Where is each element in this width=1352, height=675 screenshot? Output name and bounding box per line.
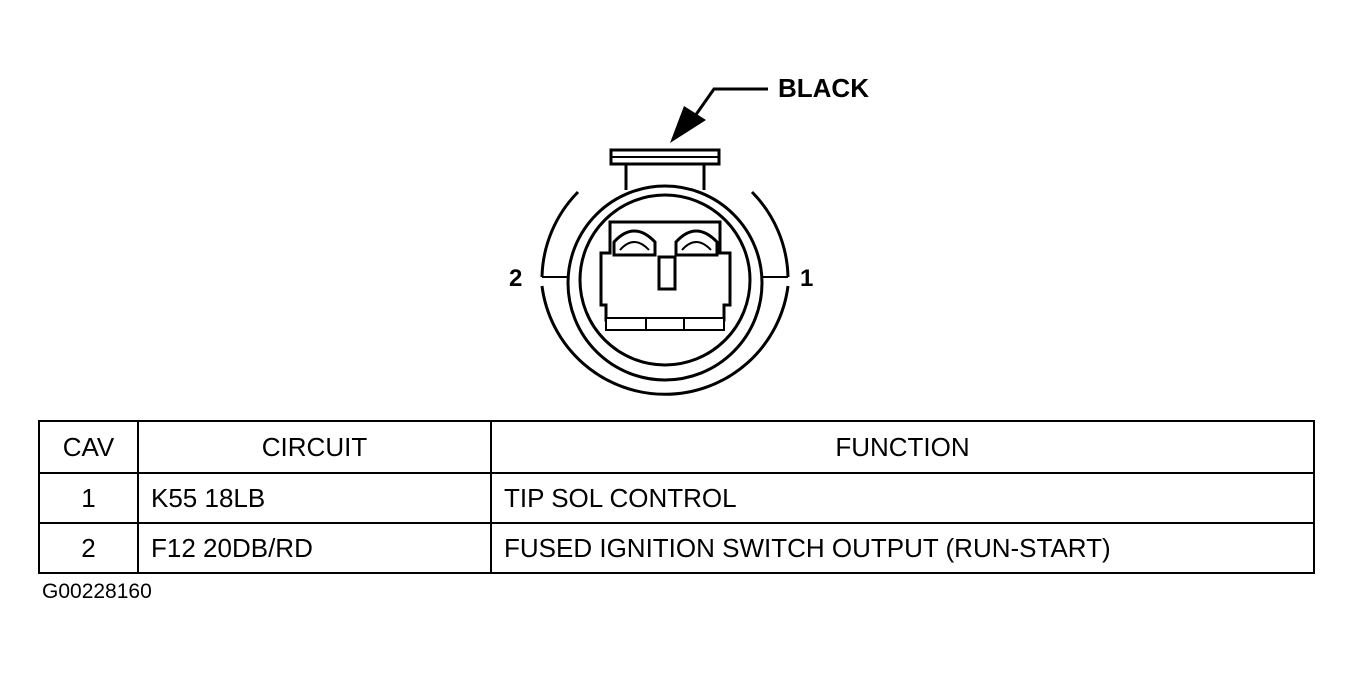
- callout-arrowhead: [670, 106, 706, 143]
- connector-diagram: BLACK 2 1: [509, 73, 869, 396]
- table-row: 2 F12 20DB/RD FUSED IGNITION SWITCH OUTP…: [38, 522, 1315, 574]
- cav-cell: 2: [38, 522, 139, 574]
- cav-cell: 1: [38, 472, 139, 524]
- terminal-housing-base: [605, 317, 725, 331]
- function-cell: TIP SOL CONTROL: [490, 472, 1315, 524]
- cavity-2-label: 2: [509, 265, 522, 292]
- table-header-row: CAV CIRCUIT FUNCTION: [38, 420, 1315, 474]
- connector-color-label: BLACK: [778, 73, 869, 103]
- header-function: FUNCTION: [490, 420, 1315, 474]
- circuit-cell: F12 20DB/RD: [137, 522, 492, 574]
- table-row: 1 K55 18LB TIP SOL CONTROL: [38, 472, 1315, 524]
- connector-shroud-lower: [540, 285, 790, 396]
- function-cell: FUSED IGNITION SWITCH OUTPUT (RUN-START): [490, 522, 1315, 574]
- header-cav: CAV: [38, 420, 139, 474]
- connector-shroud-right-upper: [750, 190, 790, 278]
- pinout-table: CAV CIRCUIT FUNCTION 1 K55 18LB TIP SOL …: [38, 420, 1315, 574]
- callout-leader-line: [693, 87, 768, 117]
- connector-shroud-left-upper: [540, 190, 580, 278]
- header-circuit: CIRCUIT: [137, 420, 492, 474]
- circuit-cell: K55 18LB: [137, 472, 492, 524]
- figure-id: G00228160: [42, 580, 152, 603]
- cavity-1-label: 1: [800, 265, 813, 292]
- connector-key: [657, 255, 677, 291]
